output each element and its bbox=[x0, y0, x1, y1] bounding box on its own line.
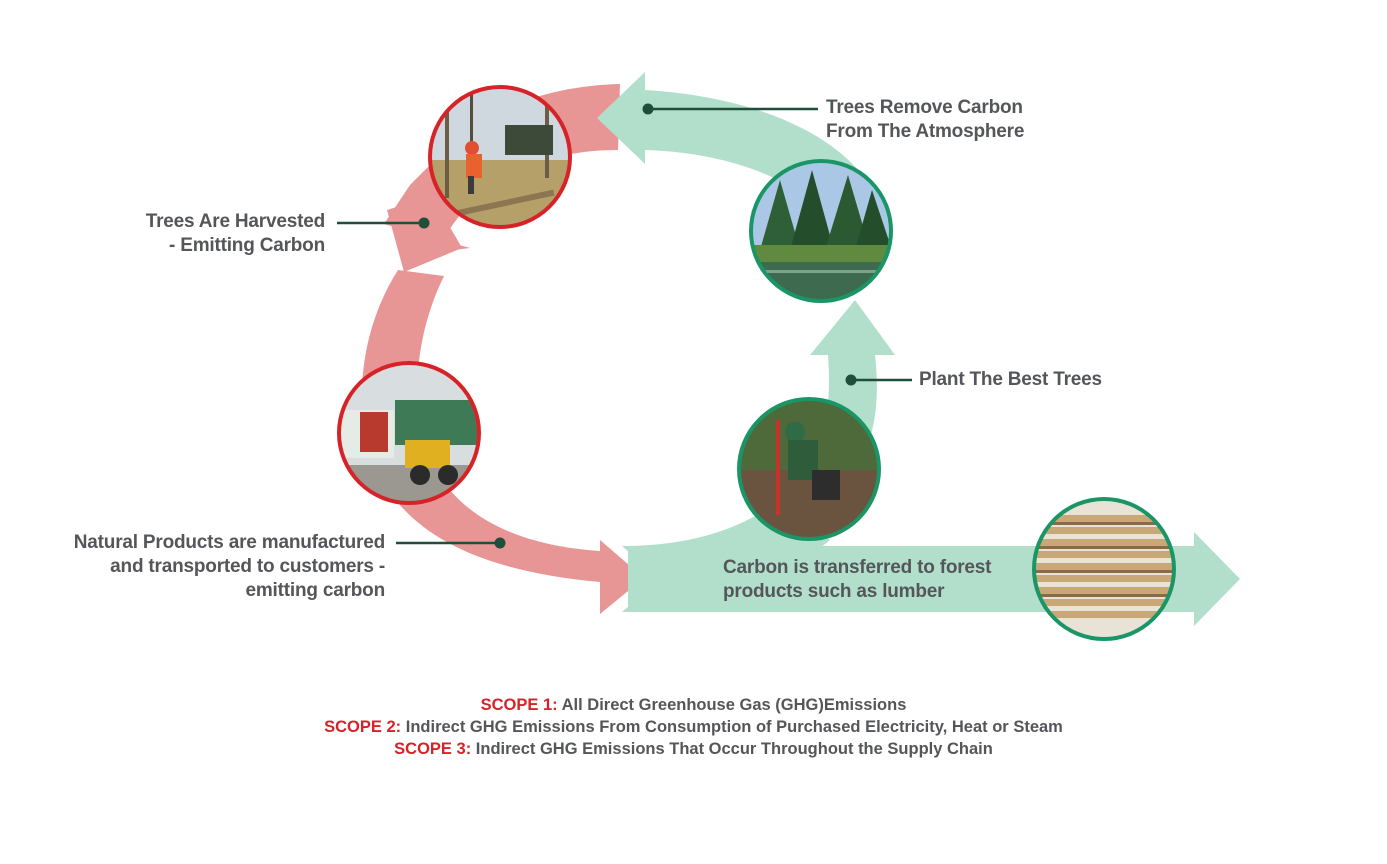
mill-photo-ring bbox=[337, 361, 481, 505]
forest-photo bbox=[752, 162, 890, 300]
red-arc-left bbox=[362, 270, 644, 614]
scope-1-text: All Direct Greenhouse Gas (GHG)Emissions bbox=[557, 696, 907, 714]
lumber-photo-ring bbox=[1032, 497, 1176, 641]
carbon-transferred-label: Carbon is transferred to forest products… bbox=[723, 557, 992, 602]
forest-photo-ring bbox=[749, 159, 893, 303]
scope-2-line: SCOPE 2: Indirect GHG Emissions From Con… bbox=[0, 716, 1387, 738]
trees-harvested-label: Trees Are Harvested - Emitting Carbon bbox=[145, 211, 325, 256]
scope-2-key: SCOPE 2: bbox=[324, 718, 402, 736]
planting-photo-ring bbox=[737, 397, 881, 541]
scope-1-line: SCOPE 1: All Direct Greenhouse Gas (GHG)… bbox=[0, 694, 1387, 716]
planting-photo bbox=[740, 400, 878, 538]
red-arrow-harvest-head bbox=[387, 196, 462, 272]
connectors bbox=[337, 103, 912, 549]
scope-1-key: SCOPE 1: bbox=[480, 696, 558, 714]
harvest-photo-ring bbox=[428, 85, 572, 229]
scope-3-line: SCOPE 3: Indirect GHG Emissions That Occ… bbox=[0, 738, 1387, 760]
natural-products-label: Natural Products are manufactured and tr… bbox=[73, 532, 385, 601]
trees-remove-carbon-label: Trees Remove Carbon From The Atmosphere bbox=[826, 97, 1025, 142]
mill-photo bbox=[340, 364, 478, 502]
plant-best-trees-label: Plant The Best Trees bbox=[919, 369, 1102, 390]
scope-3-key: SCOPE 3: bbox=[394, 740, 472, 758]
lumber-photo bbox=[1035, 500, 1173, 638]
scope-legend: SCOPE 1: All Direct Greenhouse Gas (GHG)… bbox=[0, 694, 1387, 760]
scope-3-text: Indirect GHG Emissions That Occur Throug… bbox=[471, 740, 993, 758]
scope-2-text: Indirect GHG Emissions From Consumption … bbox=[401, 718, 1063, 736]
